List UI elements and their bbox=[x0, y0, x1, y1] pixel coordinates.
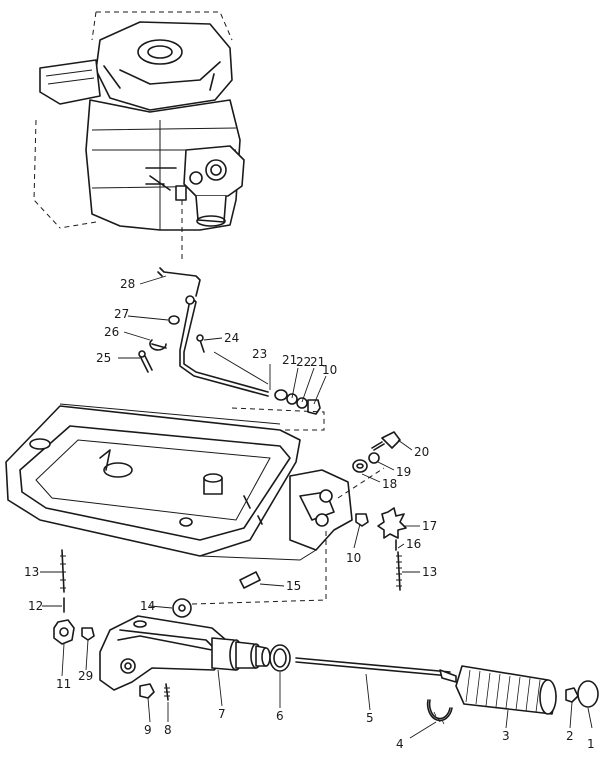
left-hardware bbox=[53, 549, 95, 645]
callout-2: 2 bbox=[566, 729, 574, 743]
callout-labels: 1 2 3 4 5 6 7 8 9 10 10 11 12 13 13 14 1… bbox=[24, 277, 595, 751]
callout-20: 20 bbox=[414, 445, 429, 459]
callout-21b: 21 bbox=[310, 355, 325, 369]
callout-22: 22 bbox=[296, 355, 311, 369]
callout-7: 7 bbox=[218, 707, 226, 721]
callout-1: 1 bbox=[587, 737, 595, 751]
callout-11: 11 bbox=[56, 677, 71, 691]
callout-27: 27 bbox=[114, 307, 129, 321]
callout-16: 16 bbox=[406, 537, 421, 551]
friction-hardware bbox=[337, 431, 407, 591]
callout-26: 26 bbox=[104, 325, 119, 339]
callout-12: 12 bbox=[28, 599, 43, 613]
callout-29: 29 bbox=[78, 669, 93, 683]
callout-6: 6 bbox=[276, 709, 284, 723]
callout-10a: 10 bbox=[346, 551, 361, 565]
callout-24: 24 bbox=[224, 331, 239, 345]
callout-18: 18 bbox=[382, 477, 397, 491]
leader-lines bbox=[40, 275, 593, 739]
callout-13a: 13 bbox=[24, 565, 39, 579]
callout-14: 14 bbox=[140, 599, 155, 613]
tiller-assembly bbox=[99, 528, 599, 725]
callout-23: 23 bbox=[252, 347, 267, 361]
callout-25: 25 bbox=[96, 351, 111, 365]
callout-4: 4 bbox=[396, 737, 404, 751]
callout-28: 28 bbox=[120, 277, 135, 291]
throttle-linkage bbox=[138, 267, 325, 494]
callout-3: 3 bbox=[502, 729, 510, 743]
callout-8: 8 bbox=[164, 723, 172, 737]
callout-13b: 13 bbox=[422, 565, 437, 579]
callout-5: 5 bbox=[366, 711, 374, 725]
callout-9: 9 bbox=[144, 723, 152, 737]
callout-19: 19 bbox=[396, 465, 411, 479]
bottom-cowl-tray bbox=[5, 403, 353, 561]
callout-21a: 21 bbox=[282, 353, 297, 367]
callout-15: 15 bbox=[286, 579, 301, 593]
engine-powerhead bbox=[33, 11, 245, 262]
callout-10b: 10 bbox=[322, 363, 337, 377]
callout-17: 17 bbox=[422, 519, 437, 533]
